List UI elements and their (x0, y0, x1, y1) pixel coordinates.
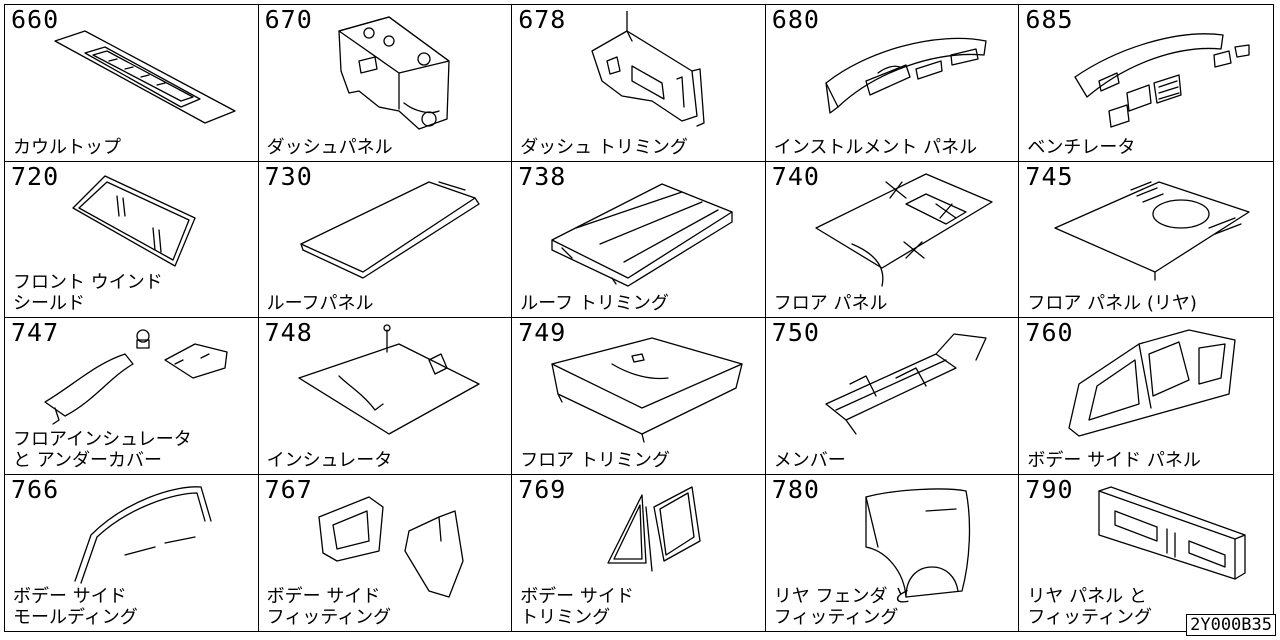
part-cell-790[interactable]: 790 リヤ パネル と フィッティング (1019, 475, 1273, 632)
part-name: ボデー サイド フィッティング (266, 586, 392, 628)
part-cell-780[interactable]: 780 リヤ フェンダ と フィッティング (766, 474, 1020, 631)
part-code: 740 (771, 161, 820, 191)
part-code: 685 (1025, 5, 1074, 34)
part-name: インストルメント パネル (773, 136, 978, 158)
part-code: 760 (1025, 318, 1074, 347)
part-name: ボデー サイド パネル (1027, 449, 1201, 471)
body-side-panel-icon (1068, 329, 1237, 437)
part-cell-738[interactable]: 738 ルーフ トリミング (512, 161, 766, 318)
part-cell-678[interactable]: 678 ダッシュ トリミング (512, 5, 766, 162)
side-trimming-icon (607, 485, 701, 572)
cowl-top-icon (54, 30, 236, 124)
floor-trimming-icon (551, 337, 743, 443)
part-cell-769[interactable]: 769 ボデー サイド トリミング (512, 474, 766, 631)
part-code: 738 (518, 161, 567, 191)
part-name: ルーフパネル (266, 293, 374, 314)
part-name: インシュレータ (266, 449, 393, 471)
part-name: リヤ フェンダ と フィッティング (773, 586, 912, 628)
part-name: ボデー サイド モールディング (13, 586, 138, 628)
floor-insulator-icon (44, 329, 228, 425)
part-cell-750[interactable]: 750 メンバー (765, 318, 1020, 475)
diagram-reference-code: 2Y000B35 (1186, 614, 1276, 636)
part-name: カウルトップ (13, 136, 121, 158)
part-name: フロア トリミング (520, 449, 670, 471)
part-cell-740[interactable]: 740 フロア パネル (765, 161, 1020, 318)
part-code: 750 (771, 318, 820, 347)
part-code: 749 (518, 318, 567, 347)
part-code: 660 (11, 5, 60, 34)
part-name: フロント ウインド シールド (13, 272, 163, 314)
part-cell-745[interactable]: 745 フロア パネル (リヤ) (1019, 161, 1273, 318)
part-name: ルーフ トリミング (520, 293, 669, 314)
side-fitting-icon (317, 495, 464, 598)
part-name: フロア パネル (リヤ) (1027, 293, 1197, 314)
rear-fender-icon (865, 487, 970, 598)
rear-panel-icon (1098, 485, 1247, 580)
part-code: 747 (11, 318, 60, 347)
part-name: ベンチレータ (1027, 136, 1136, 158)
windshield-icon (72, 174, 196, 267)
part-cell-766[interactable]: 766 ボデー サイド モールディング (5, 474, 259, 631)
part-cell-680[interactable]: 680 インストルメント パネル (765, 5, 1020, 162)
part-name: ボデー サイド トリミング (520, 586, 634, 628)
part-code: 745 (1025, 161, 1074, 191)
part-name: フロア パネル (773, 293, 888, 314)
part-cell-685[interactable]: 685 ベンチレータ (1019, 5, 1273, 162)
roof-trimming-icon (551, 182, 733, 287)
part-cell-660[interactable]: 660 カウルトップ (5, 5, 259, 162)
insulator-icon (297, 324, 480, 435)
member-icon (825, 333, 987, 435)
part-code: 730 (264, 161, 313, 191)
part-cell-720[interactable]: 720 フロント ウインド シールド (5, 161, 259, 318)
parts-index-grid: 660 カウルトップ 670 ダッシュパネル 678 (4, 4, 1274, 632)
dash-panel-icon (337, 16, 450, 130)
part-code: 780 (771, 474, 820, 504)
side-molding-icon (74, 485, 212, 584)
part-code: 769 (518, 474, 567, 504)
part-cell-747[interactable]: 747 フロアインシュレータ と アンダーカバー (5, 318, 259, 475)
part-code: 680 (771, 5, 820, 34)
part-name: リヤ パネル と フィッティング (1027, 586, 1152, 628)
part-code: 670 (264, 5, 313, 34)
instrument-panel-icon (825, 37, 987, 114)
part-code: 720 (11, 161, 60, 191)
part-cell-670[interactable]: 670 ダッシュパネル (258, 5, 513, 162)
part-name: ダッシュパネル (266, 136, 393, 158)
part-name: メンバー (773, 449, 846, 471)
part-cell-749[interactable]: 749 フロア トリミング (512, 318, 766, 475)
part-cell-767[interactable]: 767 ボデー サイド フィッティング (259, 474, 513, 631)
roof-panel-icon (299, 180, 480, 279)
part-code: 767 (264, 474, 313, 504)
part-cell-730[interactable]: 730 ルーフパネル (258, 161, 513, 318)
part-code: 766 (11, 474, 60, 504)
part-code: 748 (264, 318, 313, 347)
ventilator-icon (1074, 33, 1251, 128)
part-name: ダッシュ トリミング (520, 136, 688, 158)
dash-trimming-icon (591, 11, 705, 127)
part-cell-748[interactable]: 748 インシュレータ (258, 318, 513, 475)
part-code: 790 (1025, 474, 1074, 504)
floor-panel-icon (815, 172, 993, 287)
rear-floor-panel-icon (1054, 180, 1251, 281)
part-cell-760[interactable]: 760 ボデー サイド パネル (1019, 318, 1273, 475)
part-code: 678 (518, 5, 567, 34)
part-name: フロアインシュレータ と アンダーカバー (13, 428, 192, 471)
